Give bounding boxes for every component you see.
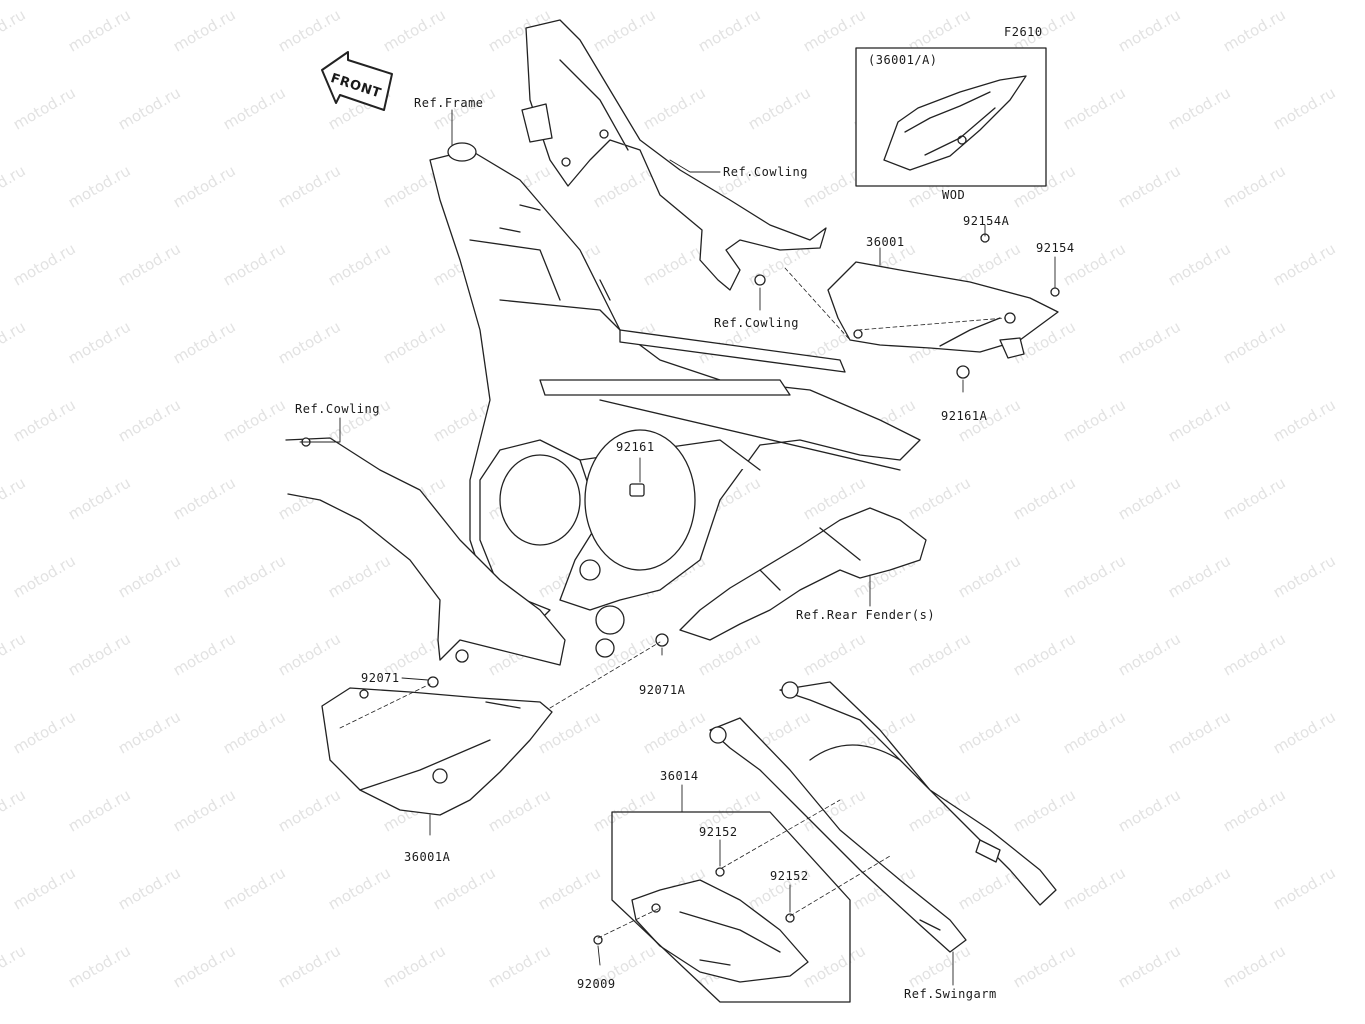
left-cowling-drawing <box>285 437 566 666</box>
part-36014-label: 36014 <box>660 769 699 783</box>
frame-drawing <box>429 142 921 658</box>
inset-cover-drawing <box>883 75 1027 171</box>
figure-code: F2610 <box>1004 25 1043 39</box>
ref-cowling-mid-label: Ref.Cowling <box>714 316 799 330</box>
inset-footer: WOD <box>942 188 966 202</box>
part-92152-b-label: 92152 <box>770 869 809 883</box>
ref-swingarm-label: Ref.Swingarm <box>904 987 997 1001</box>
part-92071-label: 92071 <box>361 671 400 685</box>
side-cover-left-drawing <box>321 687 553 816</box>
part-92071a-label: 92071A <box>639 683 686 697</box>
ref-cowling-left-label: Ref.Cowling <box>295 402 380 416</box>
dashed-lines <box>339 267 1006 939</box>
part-36001a-label: 36001A <box>404 850 451 864</box>
part-92009-label: 92009 <box>577 977 616 991</box>
part-92161-label: 92161 <box>616 440 655 454</box>
chain-guard-drawing <box>631 879 809 983</box>
side-cover-right-drawing <box>827 261 1059 359</box>
part-92154-label: 92154 <box>1036 241 1075 255</box>
rear-fender-drawing <box>679 507 927 641</box>
part-36001-label: 36001 <box>866 235 905 249</box>
top-cowling-drawing <box>521 19 827 291</box>
ref-rear-fender-label: Ref.Rear Fender(s) <box>796 608 936 622</box>
inset-header: (36001/A) <box>868 53 938 67</box>
leader-lines <box>299 109 1056 986</box>
ref-cowling-top-label: Ref.Cowling <box>723 165 808 179</box>
part-92154a-label: 92154A <box>963 214 1010 228</box>
swingarm-drawing <box>709 681 1057 953</box>
front-arrow-icon <box>321 51 393 111</box>
bracket-36014-line <box>611 811 851 1003</box>
hardware-items <box>427 233 1060 945</box>
part-92161a-label: 92161A <box>941 409 988 423</box>
ref-frame-label: Ref.Frame <box>414 96 484 110</box>
part-92152-a-label: 92152 <box>699 825 738 839</box>
